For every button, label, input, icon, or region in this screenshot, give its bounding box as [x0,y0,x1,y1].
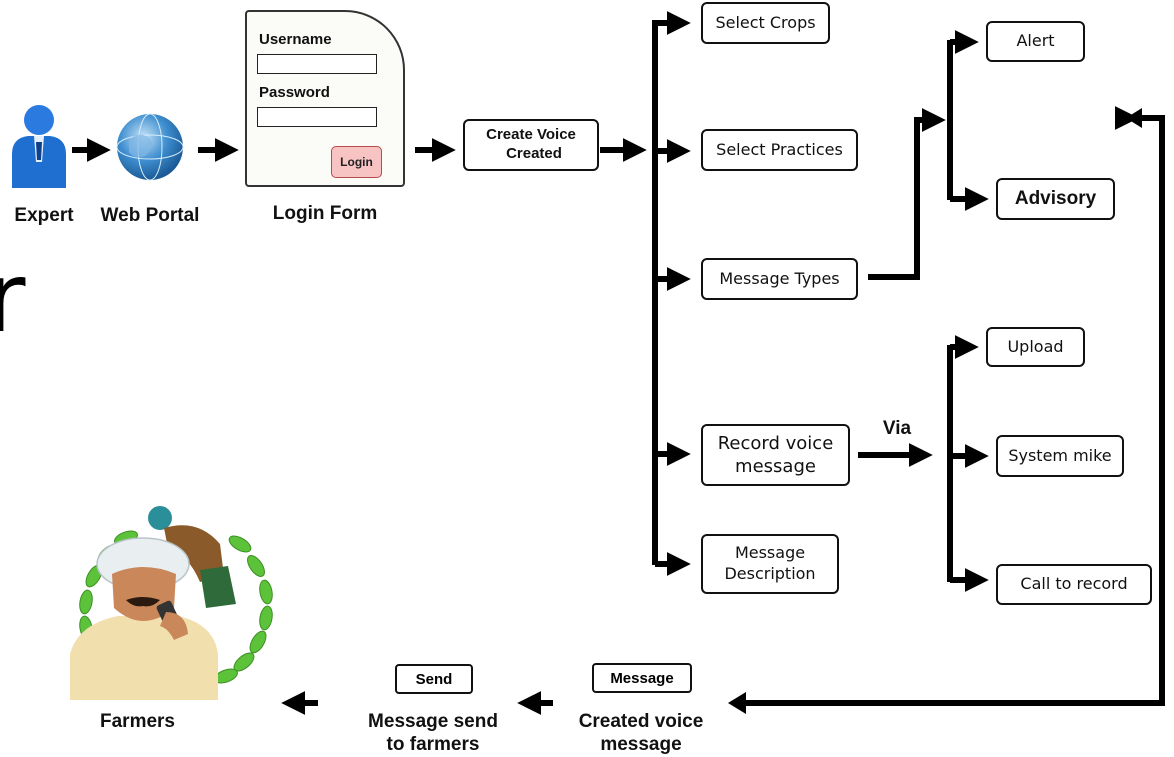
username-label: Username [259,31,332,48]
upload-box: Upload [986,327,1085,367]
select-crops-box: Select Crops [701,2,830,44]
login-form: Username Password Login [245,10,405,187]
username-field[interactable] [257,54,377,74]
alert-box: Alert [986,21,1085,62]
message-types-box: Message Types [701,258,858,300]
login-button[interactable]: Login [331,146,382,178]
expert-label: Expert [14,205,74,226]
partial-text: r [0,242,26,354]
via-label: Via [882,418,912,439]
message-send-line1: Message send [368,711,498,732]
record-voice-line2: message [735,456,816,477]
created-voice-label: Created voice message [566,711,716,757]
password-label: Password [259,84,330,101]
message-box: Message [592,663,692,693]
record-voice-box: Record voice message [701,424,850,486]
message-description-line2: Description [724,564,816,583]
message-send-label: Message send to farmers [355,711,511,757]
advisory-box: Advisory [996,178,1115,220]
message-send-line2: to farmers [386,733,480,755]
created-voice-line1: Created voice [578,711,704,732]
message-description-line1: Message [734,543,806,563]
globe-icon [116,113,184,181]
create-voice-line2: Created [506,145,562,162]
create-voice-box: Create Voice Created [463,119,599,171]
record-voice-line1: Record voice [717,432,834,454]
password-field[interactable] [257,107,377,127]
expert-icon [12,105,66,188]
web-portal-label: Web Portal [100,205,200,226]
created-voice-line2: message [600,733,682,755]
login-form-label: Login Form [272,203,378,224]
farmers-label: Farmers [100,711,175,732]
send-box: Send [395,664,473,694]
select-practices-box: Select Practices [701,129,858,171]
call-to-record-box: Call to record [996,564,1152,605]
create-voice-line1: Create Voice [486,126,576,144]
system-mike-box: System mike [996,435,1124,477]
message-description-box: Message Description [701,534,839,594]
farmers-illustration [70,506,273,700]
